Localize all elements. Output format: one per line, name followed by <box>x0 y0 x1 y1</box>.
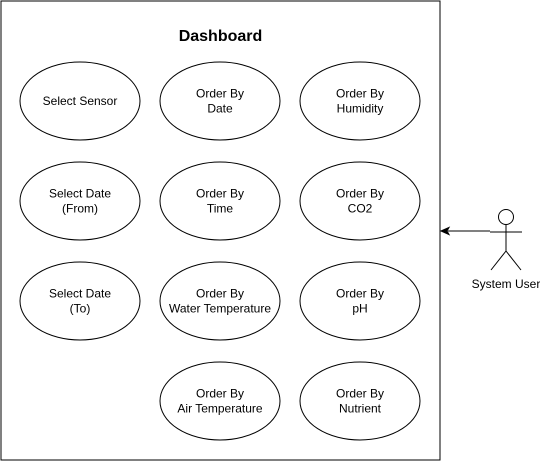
use-case-ellipse <box>159 161 281 241</box>
use-case-select-date-from: Select Date(From) <box>19 161 141 241</box>
use-case-label: Order By <box>196 187 244 201</box>
use-case-label: (From) <box>62 202 98 216</box>
use-case-select-date-to: Select Date(To) <box>19 261 141 341</box>
use-case-label: Water Temperature <box>169 302 271 316</box>
use-case-ellipse <box>299 61 421 141</box>
use-case-label: Select Date <box>49 187 111 201</box>
use-case-ellipse <box>19 261 141 341</box>
arrowhead-icon <box>439 226 451 236</box>
use-case-label: CO2 <box>348 202 373 216</box>
use-case-label: Time <box>207 202 234 216</box>
use-case-label: Select Date <box>49 287 111 301</box>
use-case-label: Select Sensor <box>43 94 118 108</box>
system-title: Dashboard <box>179 28 263 45</box>
actor-label: System User <box>472 277 540 291</box>
use-case-ellipse <box>19 161 141 241</box>
use-case-ellipse <box>299 361 421 441</box>
stick-figure-icon <box>490 209 522 271</box>
use-case-ellipse <box>159 261 281 341</box>
use-case-label: Order By <box>336 87 384 101</box>
use-case-label: Nutrient <box>339 402 382 416</box>
use-case-label: Order By <box>336 187 384 201</box>
use-case-label: Date <box>207 102 233 116</box>
use-case-ellipse <box>159 361 281 441</box>
use-case-label: Air Temperature <box>177 402 262 416</box>
use-case-label: Order By <box>196 387 244 401</box>
use-case-ellipse <box>299 261 421 341</box>
association-arrow <box>439 226 490 236</box>
use-case-label: Order By <box>336 387 384 401</box>
use-case-ellipse <box>299 161 421 241</box>
use-case-label: Order By <box>196 287 244 301</box>
use-case-ellipse <box>19 61 141 141</box>
use-case-label: (To) <box>70 302 91 316</box>
use-case-label: Order By <box>336 287 384 301</box>
use-case-label: Order By <box>196 87 244 101</box>
use-case-label: Humidity <box>337 102 384 116</box>
actor-system-user: System User <box>472 209 540 291</box>
use-case-select-sensor: Select Sensor <box>19 61 141 141</box>
use-case-label: pH <box>352 302 367 316</box>
use-case-ellipse <box>159 61 281 141</box>
